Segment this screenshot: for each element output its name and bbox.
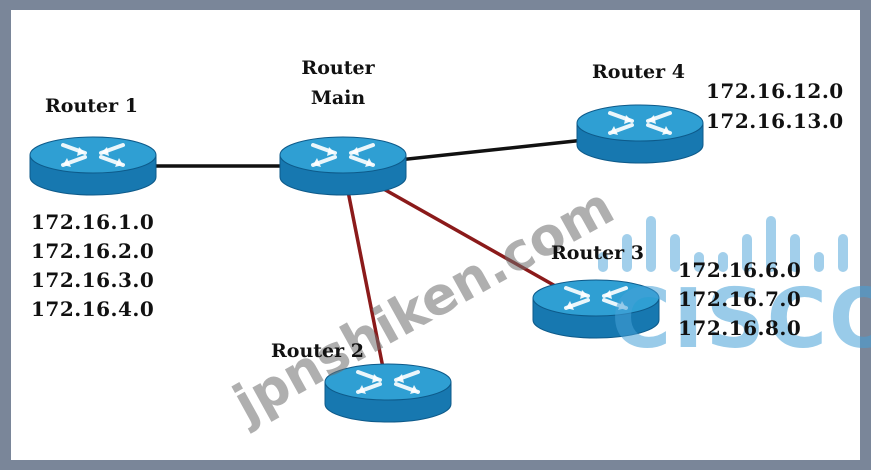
router-r1-icon — [29, 136, 157, 196]
router-r2-icon — [324, 363, 452, 423]
network-entry: 172.16.4.0 — [31, 297, 155, 321]
network-entry: 172.16.1.0 — [31, 210, 155, 234]
network-entry: 172.16.8.0 — [678, 316, 802, 340]
router-main-label: Router Main — [297, 57, 379, 110]
router-2-label: Router 2 — [271, 340, 364, 362]
router-main-label-line-2: Main — [310, 87, 366, 109]
network-entry: 172.16.7.0 — [678, 287, 802, 311]
cisco-bar — [622, 234, 632, 272]
router-4-networks: 172.16.12.0 172.16.13.0 — [706, 76, 844, 136]
router-3-networks: 172.16.6.0 172.16.7.0 172.16.8.0 — [678, 256, 801, 343]
cisco-bar — [694, 252, 704, 272]
router-main-label-line-1: Router — [301, 57, 375, 79]
cisco-bar — [790, 234, 800, 272]
network-entry: 172.16.2.0 — [31, 239, 155, 263]
network-entry: 172.16.3.0 — [31, 268, 155, 292]
cisco-logo — [598, 216, 848, 272]
router-1-networks: 172.16.1.0 172.16.2.0 172.16.3.0 172.16.… — [31, 208, 154, 324]
routers-layer — [29, 104, 704, 423]
diagram-canvas: CISCO jpnshiken.com Router 1 Router Main… — [11, 10, 871, 460]
cisco-bar — [670, 234, 680, 272]
router-r4-icon — [576, 104, 704, 164]
router-4-label: Router 4 — [592, 61, 685, 83]
cisco-bar — [598, 252, 608, 272]
cisco-bar — [814, 252, 824, 272]
network-entry: 172.16.6.0 — [678, 258, 802, 282]
cisco-bar — [646, 216, 656, 272]
link-main-r2 — [341, 165, 390, 394]
cisco-bar — [718, 252, 728, 272]
router-3-label: Router 3 — [551, 242, 644, 264]
router-main-icon — [279, 136, 407, 196]
cisco-logo-text: CISCO — [611, 272, 871, 367]
network-entry: 172.16.13.0 — [706, 109, 844, 133]
cisco-bar — [766, 216, 776, 272]
network-entry: 172.16.12.0 — [706, 79, 844, 103]
cisco-bar — [838, 234, 848, 272]
cisco-bar — [742, 234, 752, 272]
router-r3-icon — [532, 279, 660, 339]
router-1-label: Router 1 — [45, 95, 138, 117]
network-topology — [29, 104, 848, 423]
